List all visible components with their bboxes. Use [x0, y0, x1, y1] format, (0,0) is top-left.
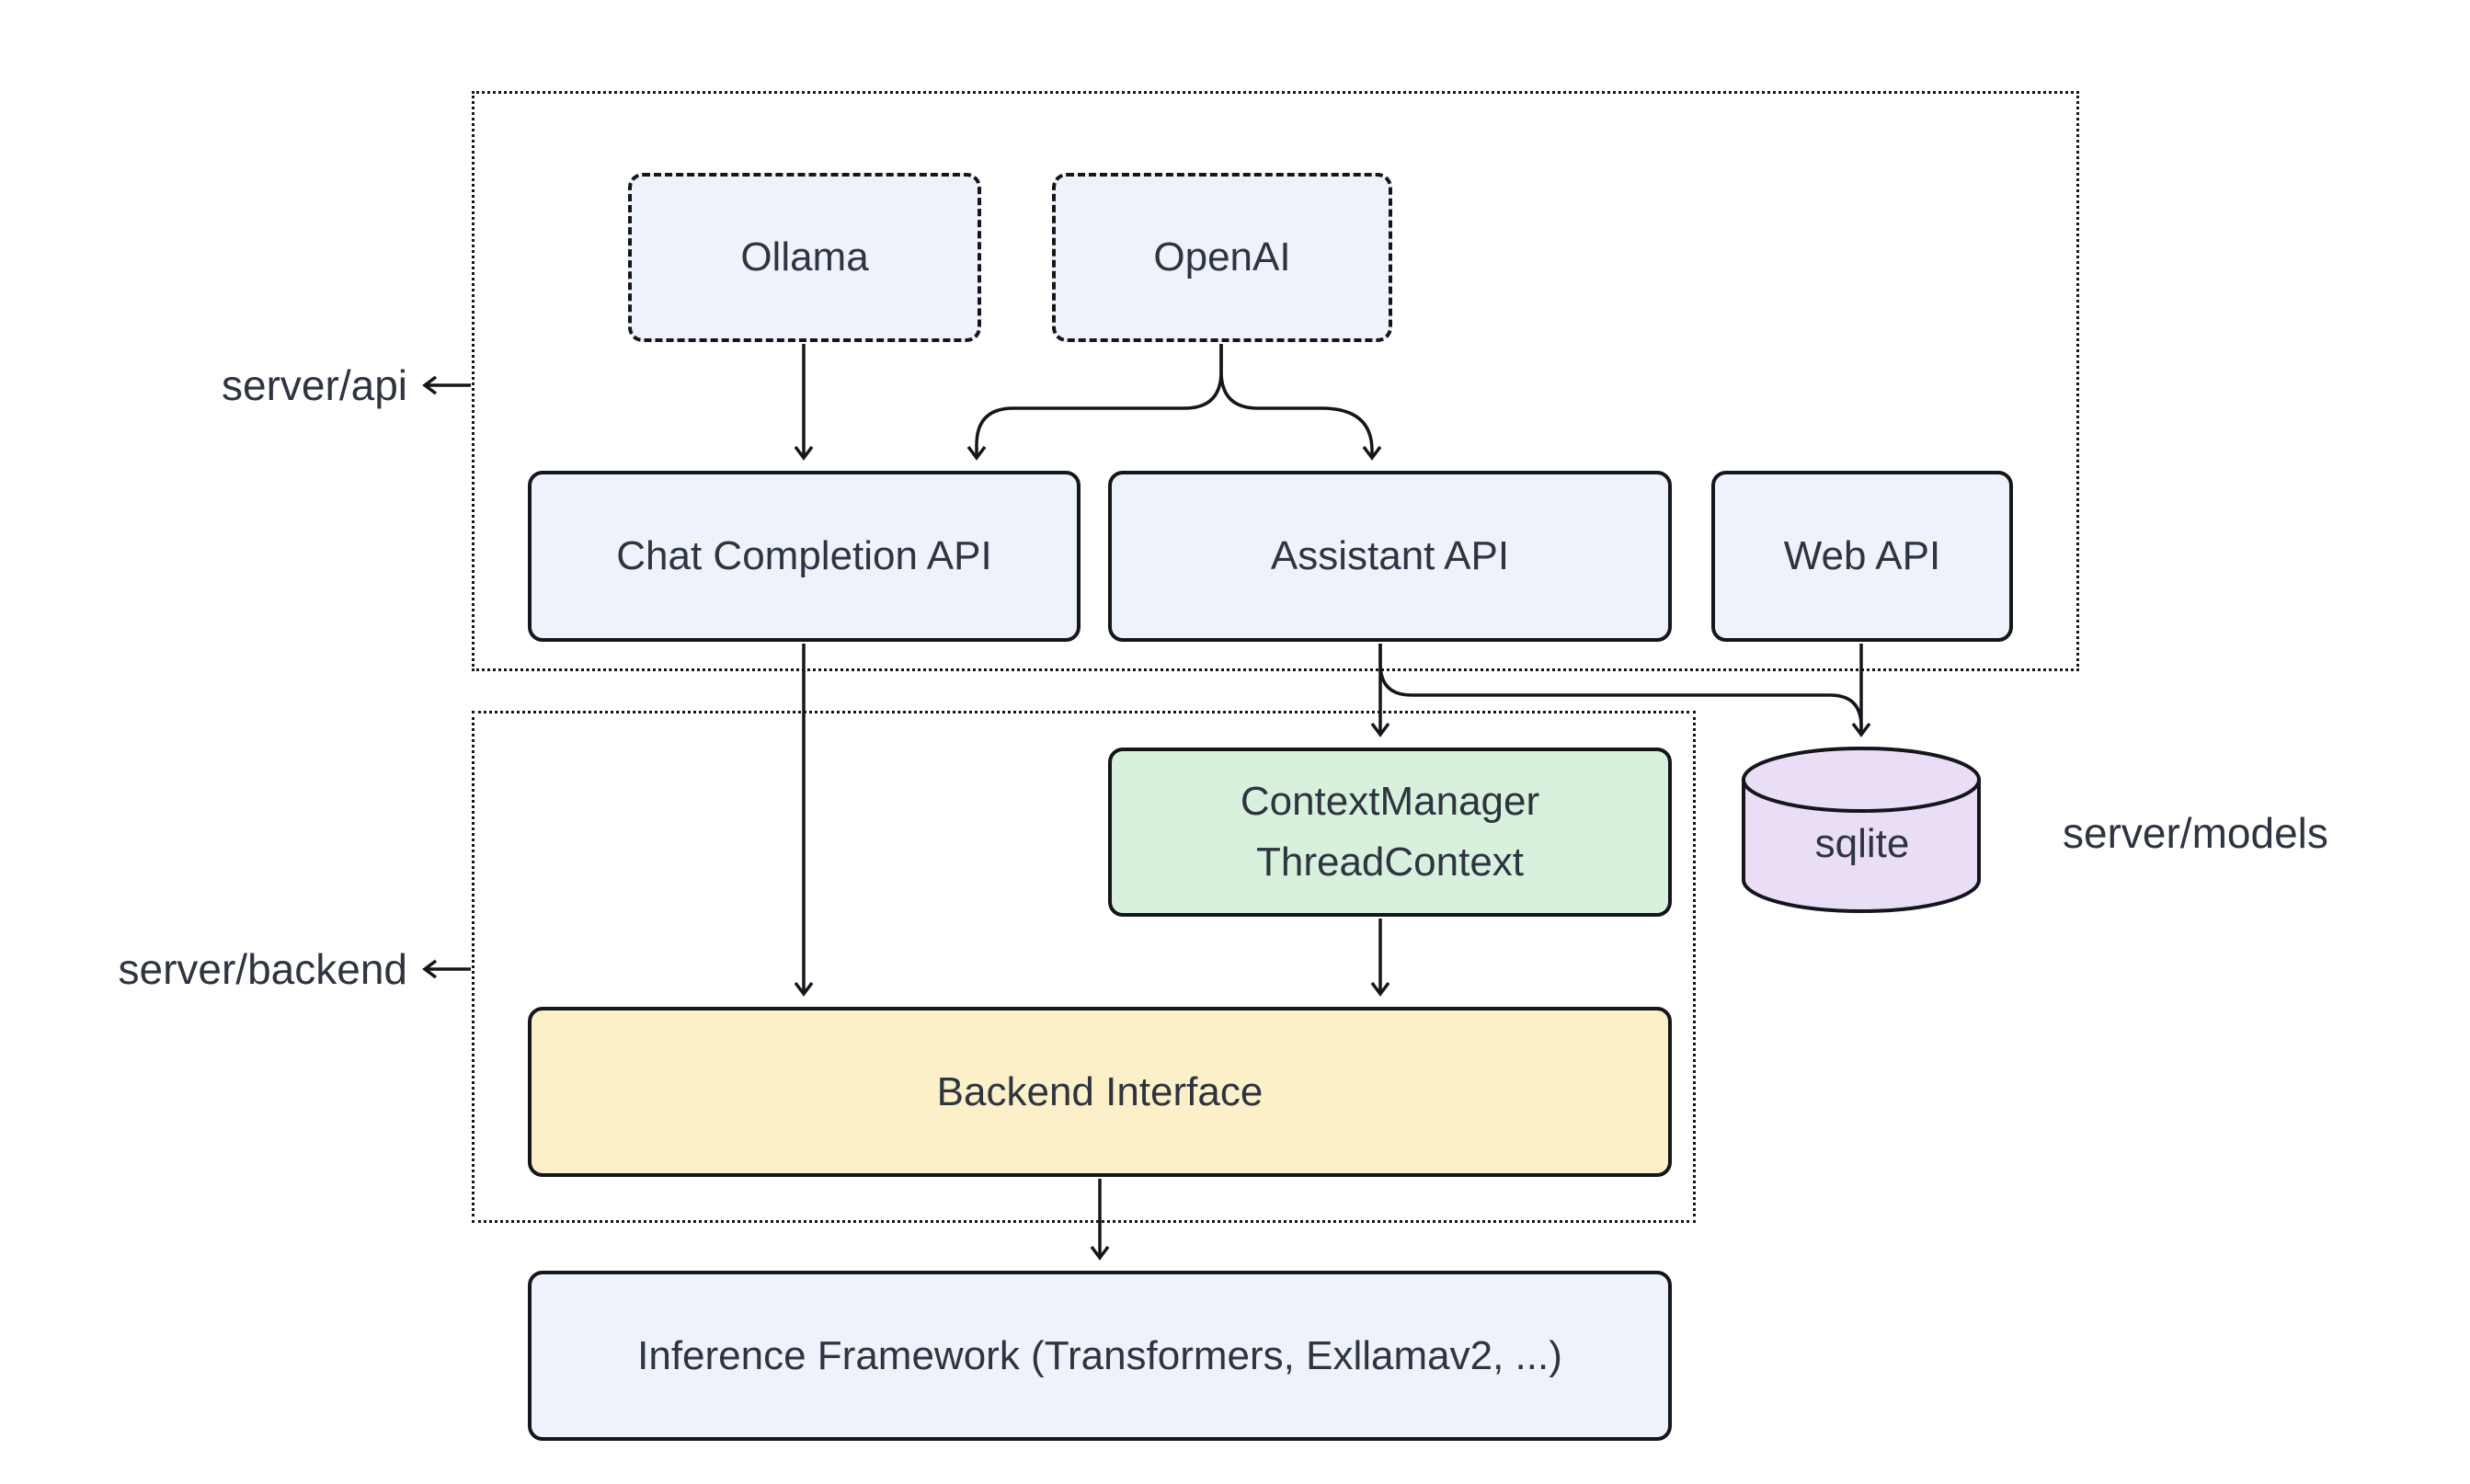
container-server-api — [472, 91, 2079, 671]
label-server-api: server/api — [222, 361, 407, 409]
node-ollama: Ollama — [628, 173, 981, 342]
label-server-models: server/models — [2063, 809, 2328, 857]
edge-assistant-to-sqlite — [1378, 644, 1863, 734]
edge-openai-to-assistant — [1219, 344, 1382, 461]
node-backend-interface-label: Backend Interface — [936, 1068, 1264, 1114]
container-server-backend — [472, 711, 1696, 1223]
node-inference-framework: Inference Framework (Transformers, Exlla… — [528, 1271, 1672, 1441]
node-ollama-label: Ollama — [740, 234, 869, 280]
node-context-manager-line2: ThreadContext — [1255, 839, 1525, 885]
node-context-manager: ContextManager ThreadContext — [1108, 748, 1672, 917]
node-chat-completion-api-label: Chat Completion API — [616, 533, 992, 578]
node-sqlite-label: sqlite — [1814, 821, 1910, 866]
node-openai: OpenAI — [1052, 173, 1392, 342]
node-chat-completion-api: Chat Completion API — [528, 471, 1081, 642]
edge-openai-to-chat — [966, 344, 1223, 461]
node-web-api: Web API — [1711, 471, 2013, 642]
sqlite-cylinder — [1742, 747, 1981, 913]
node-assistant-api: Assistant API — [1108, 471, 1672, 642]
node-web-api-label: Web API — [1783, 533, 1941, 578]
node-assistant-api-label: Assistant API — [1270, 533, 1510, 578]
label-server-backend: server/backend — [118, 945, 408, 993]
node-openai-label: OpenAI — [1153, 234, 1291, 280]
node-context-manager-line1: ContextManager — [1240, 779, 1540, 824]
node-backend-interface: Backend Interface — [528, 1007, 1672, 1177]
node-inference-framework-label: Inference Framework (Transformers, Exlla… — [637, 1332, 1562, 1378]
